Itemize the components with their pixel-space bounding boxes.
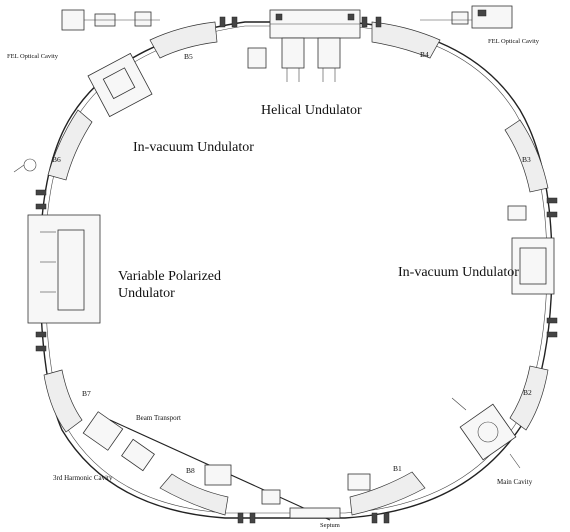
bend-magnet-b7 bbox=[43, 369, 83, 433]
fel-optical-cavity-right-device bbox=[420, 5, 513, 29]
bend-label-b8: B8 bbox=[186, 466, 195, 475]
fel-optical-cavity-left-device bbox=[61, 9, 160, 31]
septum-label: Septum bbox=[320, 522, 340, 529]
bend-label-b5: B5 bbox=[184, 52, 193, 61]
bend-magnet-b8 bbox=[159, 473, 229, 516]
bend-label-b1: B1 bbox=[393, 464, 402, 473]
beam-transport-label: Beam Transport bbox=[136, 414, 181, 422]
bend-magnet-b6 bbox=[47, 109, 93, 181]
bend-label-b3: B3 bbox=[522, 155, 531, 164]
septum-device bbox=[289, 473, 371, 519]
bend-label-b7: B7 bbox=[82, 389, 91, 398]
bend-magnet-b2 bbox=[509, 365, 549, 431]
bend-magnet-b4 bbox=[371, 21, 441, 59]
beam-transport-line bbox=[109, 419, 331, 521]
variable-polarized-undulator-label-line2: Undulator bbox=[118, 286, 175, 301]
third-harmonic-cavity-label: 3rd Harmonic Cavity bbox=[53, 474, 113, 482]
bend-magnet-b3 bbox=[504, 119, 549, 193]
invacuum-undulator-top-device bbox=[87, 52, 153, 118]
fel-optical-cavity-left-label: FEL Optical Cavity bbox=[7, 53, 59, 60]
main-cavity-device bbox=[451, 397, 521, 469]
bend-magnet-b1 bbox=[349, 471, 426, 516]
variable-polarized-undulator-device bbox=[27, 214, 101, 324]
bend-label-b6: B6 bbox=[52, 155, 61, 164]
bend-label-b4: B4 bbox=[420, 50, 429, 59]
bend-label-b2: B2 bbox=[523, 388, 532, 397]
helical-undulator-label: Helical Undulator bbox=[261, 103, 362, 118]
ring-components bbox=[13, 16, 558, 524]
helical-undulator-device bbox=[247, 9, 361, 82]
beam-pipe-ring bbox=[39, 21, 553, 519]
third-harmonic-cavity-device bbox=[82, 411, 155, 472]
invacuum-undulator-right-label: In-vacuum Undulator bbox=[398, 265, 519, 280]
fel-optical-cavity-right-label: FEL Optical Cavity bbox=[488, 38, 540, 45]
invacuum-undulator-right-device bbox=[507, 205, 555, 295]
variable-polarized-undulator-label-line1: Variable Polarized bbox=[118, 269, 222, 284]
bend-magnet-b5 bbox=[149, 21, 218, 59]
main-cavity-label: Main Cavity bbox=[497, 478, 533, 486]
invacuum-undulator-top-label: In-vacuum Undulator bbox=[133, 140, 254, 155]
